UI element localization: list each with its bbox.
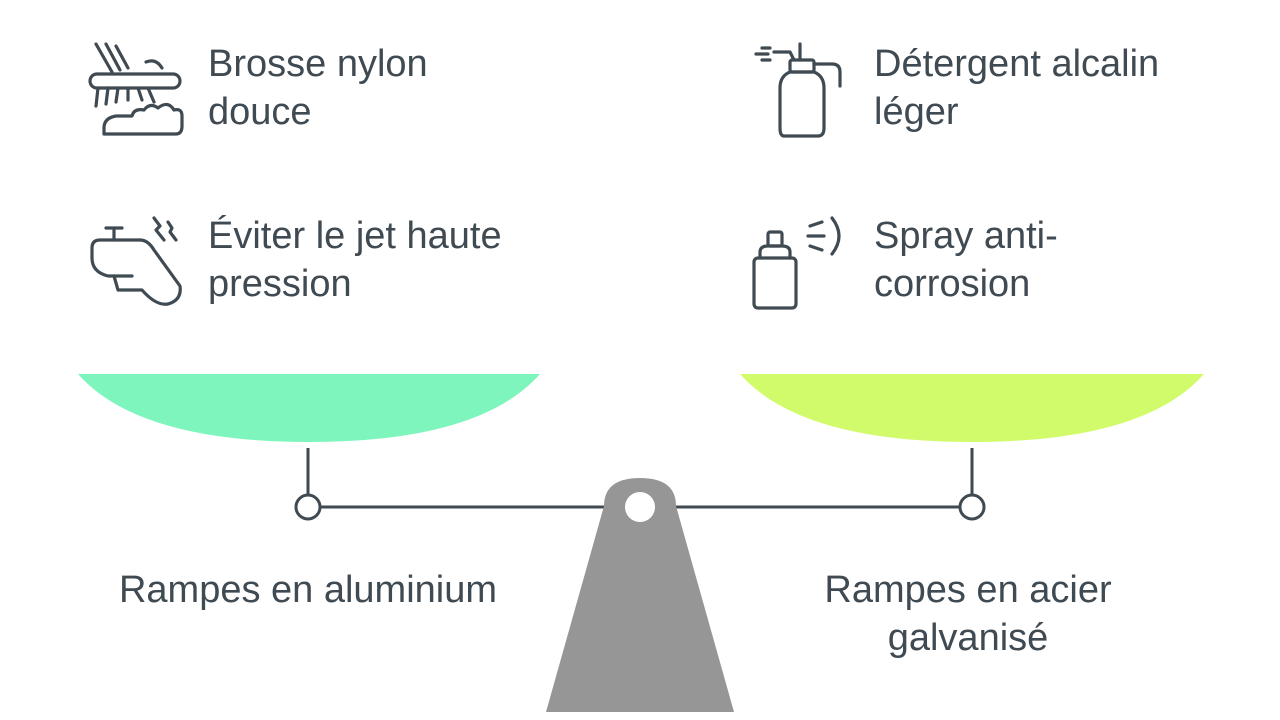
right-pan xyxy=(740,374,1204,442)
brush-label: Brosse nylon douce xyxy=(208,43,428,133)
right-pivot xyxy=(958,493,986,521)
pressure-washer-icon xyxy=(90,216,182,306)
spray-bottle-icon xyxy=(754,42,842,138)
left-pan xyxy=(78,374,540,442)
jet-label: Éviter le jet haute pression xyxy=(208,215,502,305)
galvanized-steel-ramps-label: Rampes en acier galvanisé xyxy=(824,569,1112,659)
aluminium-ramps-label: Rampes en aluminium xyxy=(118,569,498,611)
detergent-label: Détergent alcalin léger xyxy=(874,43,1160,133)
brush-icon xyxy=(88,42,184,136)
item-brush: Brosse nylon douce xyxy=(84,38,428,142)
spray-label: Spray anti- corrosion xyxy=(874,215,1058,305)
aerosol-can-icon xyxy=(752,216,841,310)
left-pivot xyxy=(294,493,322,521)
item-spray: Spray anti- corrosion xyxy=(750,210,1058,314)
item-detergent: Détergent alcalin léger xyxy=(750,38,1159,142)
fulcrum-hole xyxy=(625,492,655,522)
fulcrum xyxy=(546,478,734,712)
item-jet: Éviter le jet haute pression xyxy=(84,210,502,314)
